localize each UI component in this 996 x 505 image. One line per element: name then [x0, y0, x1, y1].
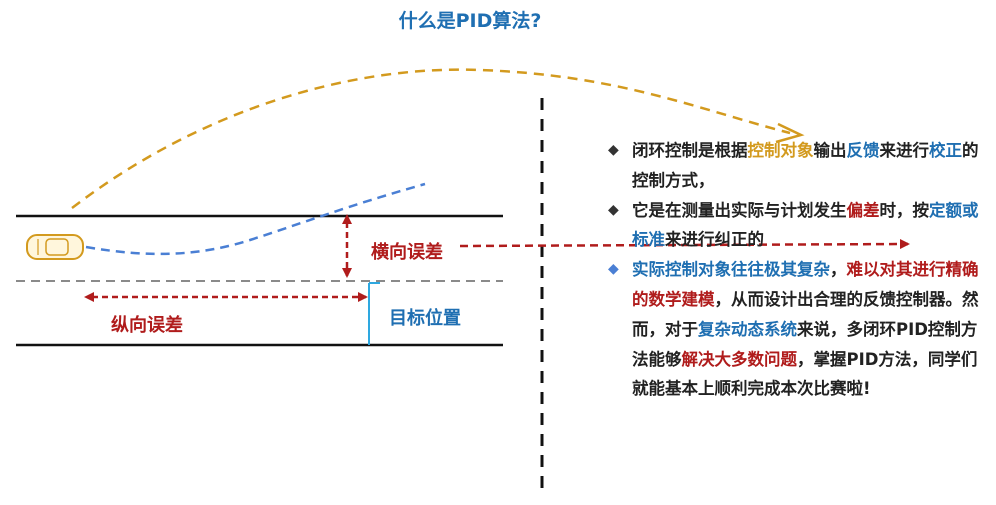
bullet-segment: 反馈 — [846, 141, 880, 160]
bullet-segment: 来进行纠正的 — [665, 230, 764, 250]
bullet-segment: 来说，多闭环PID控制方法能够 — [632, 319, 978, 369]
page-title: 什么是PID算法? — [398, 10, 542, 32]
diamond-bullet-icon: ◆ — [608, 142, 619, 158]
bullet-segment: 实际控制对象往往极其复杂 — [632, 260, 830, 280]
bullet-segment: 时，按 — [879, 200, 930, 220]
car-icon — [26, 234, 84, 260]
bullet-segment: ，从而设计出合理的反馈控制器。然而，对于 — [632, 289, 979, 339]
bullet-item-deviation: ◆ 它是在测量出实际与计划发生偏差时，按定额或标准来进行纠正的 — [608, 196, 993, 256]
diamond-bullet-icon: ◆ — [608, 261, 619, 278]
bullet-segment: 输出 — [813, 141, 847, 160]
bullet-segment: 它是在测量出实际与计划发生 — [632, 200, 847, 220]
bullet-segment: ，掌握PID方法，同学们就能基本上顺利完成本次比赛啦! — [632, 349, 978, 399]
bullet-segment: 解决大多数问题 — [681, 349, 798, 369]
bullet-list: ◆ 闭环控制是根据控制对象输出反馈来进行校正的控制方式， ◆ 它是在测量出实际与… — [608, 136, 993, 404]
bullet-segment: 来进行 — [879, 141, 930, 160]
bullet-segment: 复杂动态系统 — [698, 319, 797, 339]
lateral-error-pointer-arrow — [459, 239, 910, 250]
bullet-item-complex-systems: ◆ 实际控制对象往往极其复杂，难以对其进行精确的数学建模，从而设计出合理的反馈控… — [608, 255, 993, 404]
target-position-label: 目标位置 — [389, 308, 461, 329]
vehicle-path — [85, 182, 426, 256]
diamond-bullet-icon: ◆ — [608, 201, 619, 218]
bullet-item-closed-loop: ◆ 闭环控制是根据控制对象输出反馈来进行校正的控制方式， — [608, 136, 993, 196]
bullet-segment: 控制对象 — [747, 141, 814, 160]
bullet-segment: 闭环控制是根据 — [632, 141, 748, 160]
lateral-error-label: 横向误差 — [371, 242, 443, 263]
bullet-segment: ， — [830, 260, 847, 280]
bullet-segment: 校正 — [929, 141, 962, 160]
curved-arrow-head-icon — [775, 122, 805, 144]
bullet-segment: 定额或标准 — [632, 200, 979, 250]
bullet-segment: 偏差 — [846, 200, 880, 220]
bullet-segment: 难以对其进行精确的数学建模 — [632, 260, 979, 309]
bullet-segment: 的控制方式， — [632, 141, 979, 190]
longitudinal-error-label: 纵向误差 — [111, 315, 183, 336]
